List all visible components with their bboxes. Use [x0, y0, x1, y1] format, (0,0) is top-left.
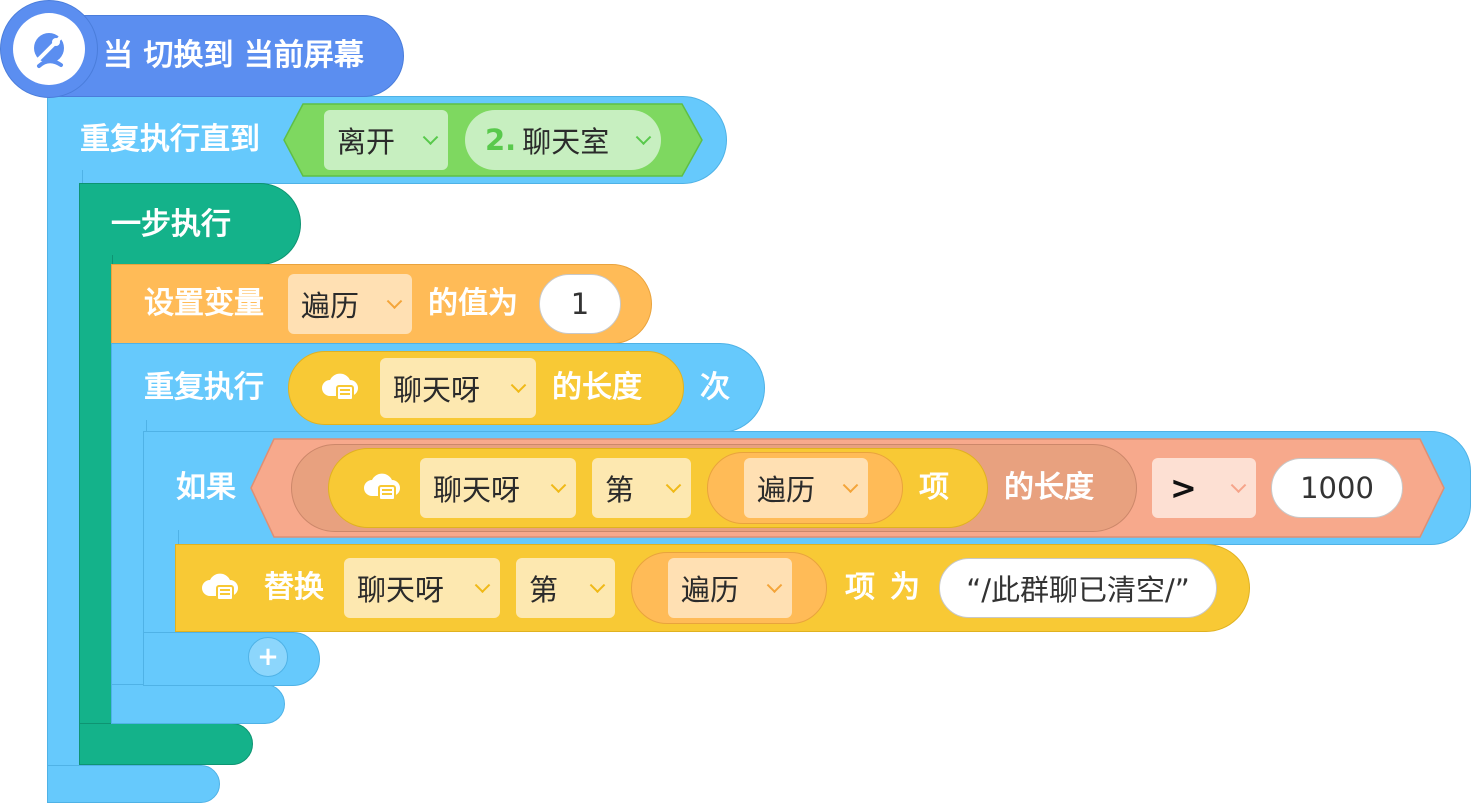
set-variable-to-label: 的值为	[428, 286, 518, 321]
replace-list-dropdown[interactable]: 聊天呀	[344, 558, 500, 618]
event-type-value: 离开	[337, 125, 396, 159]
variable-dropdown[interactable]: 遍历	[288, 274, 412, 334]
event-type-dropdown[interactable]: 离开	[324, 110, 448, 170]
chevron-down-icon	[474, 577, 491, 594]
replace-list-name: 聊天呀	[357, 573, 445, 607]
cloud-list-icon	[364, 473, 400, 501]
chevron-down-icon	[635, 129, 652, 146]
if-nth-label: 第	[605, 473, 635, 507]
step-block-label: 一步执行	[111, 207, 231, 242]
operator-dropdown[interactable]: >	[1152, 458, 1256, 518]
chevron-down-icon	[665, 477, 682, 494]
screen-dropdown[interactable]: 2. 聊天室	[465, 110, 661, 170]
list-dropdown[interactable]: 聊天呀	[380, 358, 536, 418]
chevron-down-icon	[766, 577, 783, 594]
repeat-until-arm	[47, 170, 83, 775]
if-label: 如果	[176, 470, 236, 505]
add-branch-button[interactable]: +	[248, 637, 288, 677]
chevron-down-icon	[550, 477, 567, 494]
set-variable-value-input[interactable]: 1	[539, 274, 621, 334]
replace-index-dropdown[interactable]: 遍历	[668, 558, 792, 618]
if-index-dropdown[interactable]: 遍历	[744, 458, 868, 518]
chevron-down-icon	[1230, 477, 1247, 494]
screen-name: 聊天室	[522, 125, 610, 159]
if-list-dropdown[interactable]: 聊天呀	[420, 458, 576, 518]
cloud-list-icon	[202, 573, 238, 601]
replace-as-label: 为	[890, 570, 920, 605]
if-index-var: 遍历	[757, 473, 816, 507]
if-length-label: 的长度	[1004, 470, 1094, 505]
set-variable-label: 设置变量	[144, 286, 264, 321]
if-block-arm	[143, 530, 179, 650]
replace-value-input[interactable]: “/此群聊已清空/”	[939, 558, 1217, 618]
screen-number: 2.	[485, 123, 517, 157]
chevron-down-icon	[422, 129, 439, 146]
cloud-list-icon	[322, 373, 358, 401]
replace-label: 替换	[264, 570, 324, 605]
compare-value-input[interactable]: 1000	[1271, 458, 1403, 518]
step-block-arm	[79, 255, 113, 735]
chevron-down-icon	[386, 293, 403, 310]
if-nth-dropdown[interactable]: 第	[592, 458, 691, 518]
list-name: 聊天呀	[393, 373, 481, 407]
replace-index-var: 遍历	[681, 573, 740, 607]
operator-value: >	[1170, 469, 1197, 507]
if-block-footer	[143, 632, 320, 686]
chevron-down-icon	[589, 577, 606, 594]
if-item-label: 项	[919, 470, 949, 505]
repeat-times-label: 重复执行	[144, 370, 264, 405]
repeat-until-footer	[47, 765, 220, 803]
list-length-label: 的长度	[552, 370, 642, 405]
replace-nth-dropdown[interactable]: 第	[516, 558, 615, 618]
step-block[interactable]	[79, 183, 301, 265]
repeat-times-suffix: 次	[700, 370, 730, 405]
repeat-until-label: 重复执行直到	[80, 122, 260, 157]
if-list-name: 聊天呀	[433, 473, 521, 507]
repeat-times-footer	[111, 684, 285, 724]
variable-name: 遍历	[301, 289, 360, 323]
plus-icon: +	[257, 642, 279, 672]
step-block-footer	[79, 723, 253, 765]
replace-nth-label: 第	[529, 573, 559, 607]
chevron-down-icon	[842, 477, 859, 494]
event-label: 当 切换到 当前屏幕	[103, 38, 364, 73]
chevron-down-icon	[510, 377, 527, 394]
screen-icon	[13, 13, 85, 85]
repeat-times-arm	[111, 420, 147, 696]
replace-item-label: 项	[845, 570, 875, 605]
